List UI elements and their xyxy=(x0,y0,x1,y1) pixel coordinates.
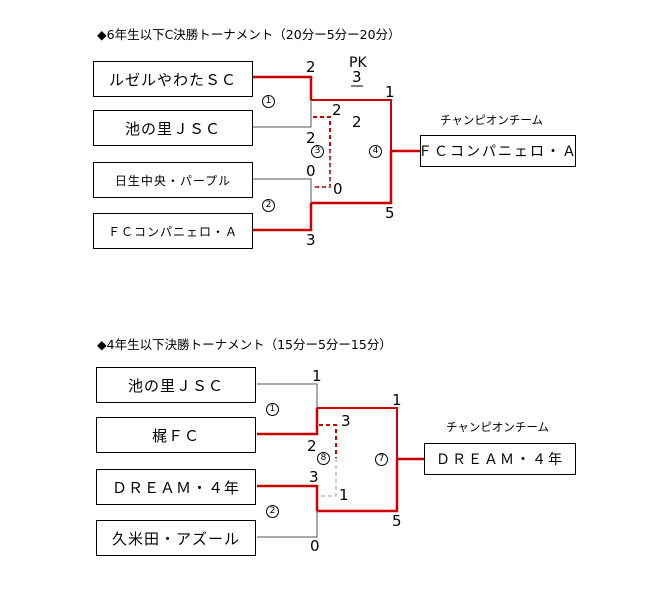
b2-score-m1-bottom: 2 xyxy=(307,437,317,455)
b1-team-3: 日生中央・パープル xyxy=(93,162,253,198)
b2-champion: ＤＲＥＡＭ・４年 xyxy=(424,443,576,475)
bracket2-title: ◆4年生以下決勝トーナメント（15分ー5分ー15分） xyxy=(97,337,392,352)
b1-team-2: 池の里ＪＳＣ xyxy=(93,110,253,146)
b2-m3-grey-dashed xyxy=(319,458,337,497)
b1-match-number-2: 2 xyxy=(262,199,275,212)
m1-bottom-line xyxy=(253,100,312,128)
b1-match-number-1: 1 xyxy=(262,95,275,108)
b2-match-number-2: 2 xyxy=(266,505,279,518)
b1-score-final-bottom: 5 xyxy=(385,204,395,222)
b2-match-number-8: 8 xyxy=(317,452,330,465)
b2-final-top-line xyxy=(317,407,398,459)
b1-score-m2-bottom: 3 xyxy=(306,231,316,249)
b1-score-m3-bottom: 0 xyxy=(333,180,343,198)
b2-m1-bottom-line xyxy=(257,408,319,436)
b1-score-m3-top: 2 xyxy=(332,101,342,119)
b2-score-m2-top: 3 xyxy=(309,468,319,486)
pk-bottom: 2 xyxy=(352,113,362,131)
b2-score-final-bottom: 5 xyxy=(392,512,402,530)
b2-score-m2-bottom: 0 xyxy=(310,537,320,555)
b1-score-m1-bottom: 2 xyxy=(306,129,316,147)
m2-top-line xyxy=(253,178,312,203)
b2-match-number-7: 7 xyxy=(375,453,388,466)
b1-score-m2-top: 0 xyxy=(306,162,316,180)
pk-top: 3 xyxy=(352,68,362,86)
b1-champion: ＦＣコンパニェロ・Ａ xyxy=(418,135,576,167)
pk-label: PK xyxy=(349,55,367,71)
b1-score-m1-top: 2 xyxy=(306,58,316,76)
b2-m2-bottom-line xyxy=(257,511,318,538)
b2-score-m1-top: 1 xyxy=(312,367,322,385)
b1-match-number-4: 4 xyxy=(369,145,382,158)
final-top-line xyxy=(311,99,392,151)
m1-top-line xyxy=(253,75,313,100)
b2-match-number-1: 1 xyxy=(266,403,279,416)
bracket1-title: ◆6年生以下C決勝トーナメント（20分ー5分ー20分） xyxy=(97,27,401,42)
b2-team-3: ＤＲＥＡＭ・４年 xyxy=(96,469,256,505)
b1-match-number-3: 3 xyxy=(311,145,324,158)
b2-team-2: 梶ＦＣ xyxy=(96,417,256,453)
b2-team-4: 久米田・アズール xyxy=(96,520,256,556)
m3-grey-dashed xyxy=(313,150,331,188)
b2-score-m3-top: 3 xyxy=(341,412,351,430)
b1-score-final-top: 1 xyxy=(385,83,395,101)
final-bottom-line xyxy=(311,151,393,205)
b2-final-bottom-line xyxy=(317,459,399,513)
b2-m3-red-dashed xyxy=(319,424,337,458)
b2-m1-top-line xyxy=(257,383,318,408)
b2-score-final-top: 1 xyxy=(392,391,402,409)
b2-team-1: 池の里ＪＳＣ xyxy=(96,367,256,403)
b2-champion-label: チャンピオンチーム xyxy=(446,420,550,434)
b1-team-4: ＦＣコンパニェロ・Ａ xyxy=(93,213,253,249)
b1-team-1: ルゼルやわたＳＣ xyxy=(93,61,253,97)
b2-score-m3-bottom: 1 xyxy=(339,486,349,504)
m2-bottom-line xyxy=(253,203,313,232)
b1-champion-label: チャンピオンチーム xyxy=(440,113,544,127)
b2-m2-top-line xyxy=(257,484,319,511)
